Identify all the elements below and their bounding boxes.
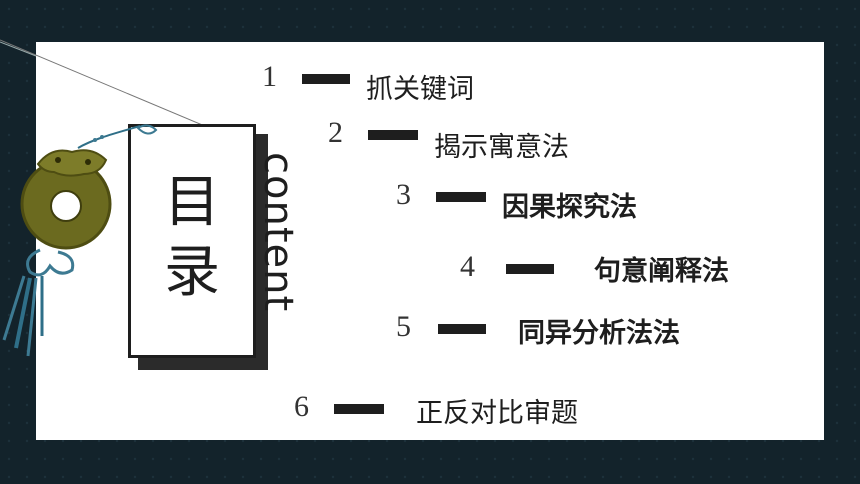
toc-item-bar — [506, 264, 554, 274]
toc-item-2[interactable]: 2 揭示寓意法 — [328, 118, 598, 163]
toc-item-1[interactable]: 1 抓关键词 — [262, 62, 502, 105]
toc-item-bar — [302, 74, 350, 84]
title-char-1: 目 — [164, 170, 220, 235]
toc-item-number: 6 — [294, 390, 309, 423]
toc-item-6[interactable]: 6 正反对比审题 — [294, 392, 614, 432]
title-box: 目 录 — [128, 124, 256, 358]
jade-pendant-icon — [2, 124, 158, 357]
toc-item-bar — [368, 130, 418, 140]
toc-item-number: 4 — [460, 250, 475, 283]
toc-item-bar — [334, 404, 384, 414]
toc-item-number: 5 — [396, 310, 411, 343]
content-subtitle: content — [255, 152, 301, 352]
toc-item-bar — [436, 192, 486, 202]
toc-item-label: 句意阐释法 — [594, 256, 729, 287]
content-subtitle-text: content — [255, 152, 301, 313]
toc-item-number: 2 — [328, 116, 343, 149]
toc-item-3[interactable]: 3 因果探究法 — [396, 180, 666, 223]
toc-item-number: 3 — [396, 178, 411, 211]
toc-item-label: 同异分析法法 — [518, 318, 680, 349]
toc-item-label: 正反对比审题 — [416, 398, 578, 429]
toc-item-4[interactable]: 4 句意阐释法 — [460, 252, 760, 292]
toc-item-label: 抓关键词 — [366, 74, 474, 105]
title-char-2: 录 — [164, 240, 220, 305]
toc-item-number: 1 — [262, 60, 277, 93]
toc-item-5[interactable]: 5 同异分析法法 — [396, 312, 716, 352]
toc-item-bar — [438, 324, 486, 334]
toc-item-label: 揭示寓意法 — [434, 132, 569, 163]
toc-item-label: 因果探究法 — [502, 192, 637, 223]
